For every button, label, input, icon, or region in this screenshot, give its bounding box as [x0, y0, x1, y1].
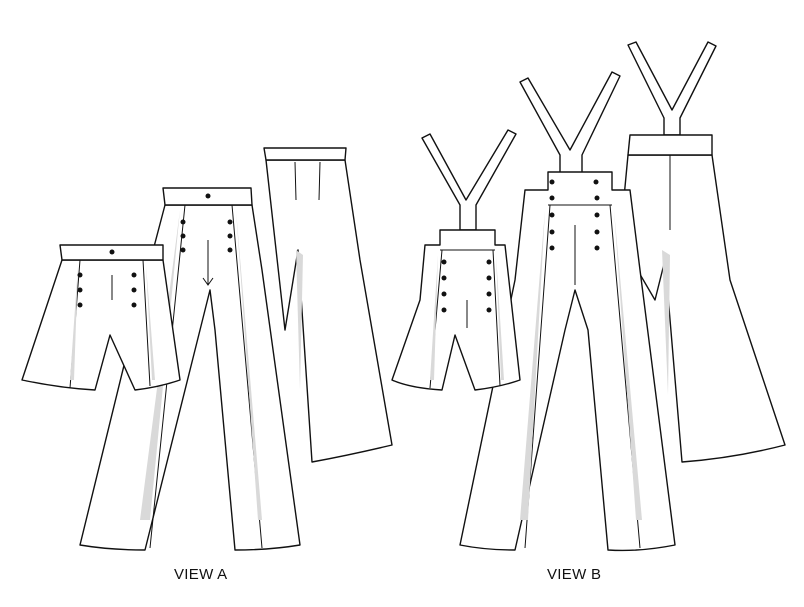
view-b-label: VIEW B	[547, 566, 602, 583]
view-a-label: VIEW A	[174, 566, 228, 583]
trousers-back-drawing	[263, 147, 393, 463]
overall-shorts-front-drawing	[391, 129, 521, 391]
overall-trousers-front-drawing	[459, 71, 676, 552]
overall-trousers-back-drawing	[619, 41, 786, 463]
shorts-front-drawing	[21, 244, 181, 391]
trousers-front-drawing	[79, 187, 301, 551]
